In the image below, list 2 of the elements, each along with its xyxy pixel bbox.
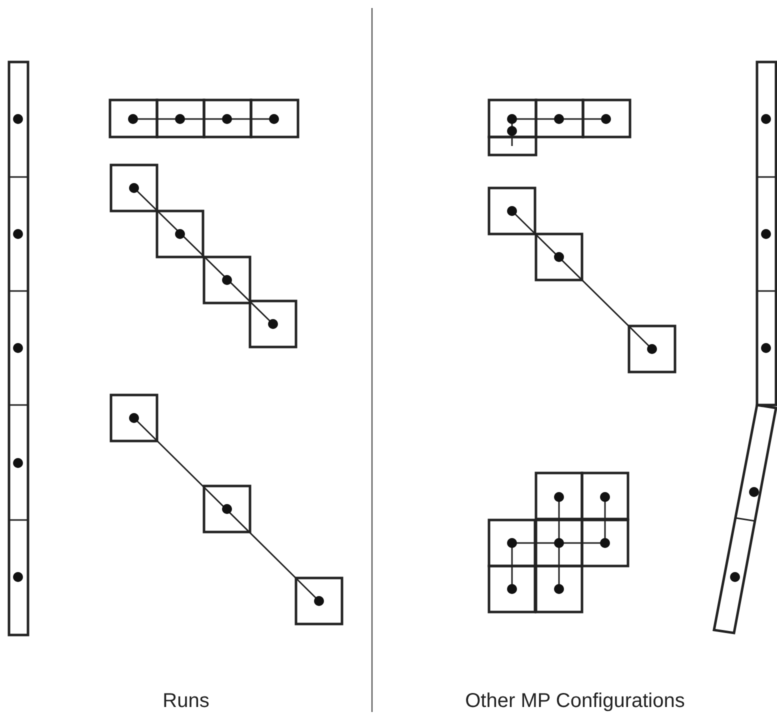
panel-caption: Other MP Configurations (465, 690, 685, 713)
panel-caption: Runs (162, 690, 210, 713)
